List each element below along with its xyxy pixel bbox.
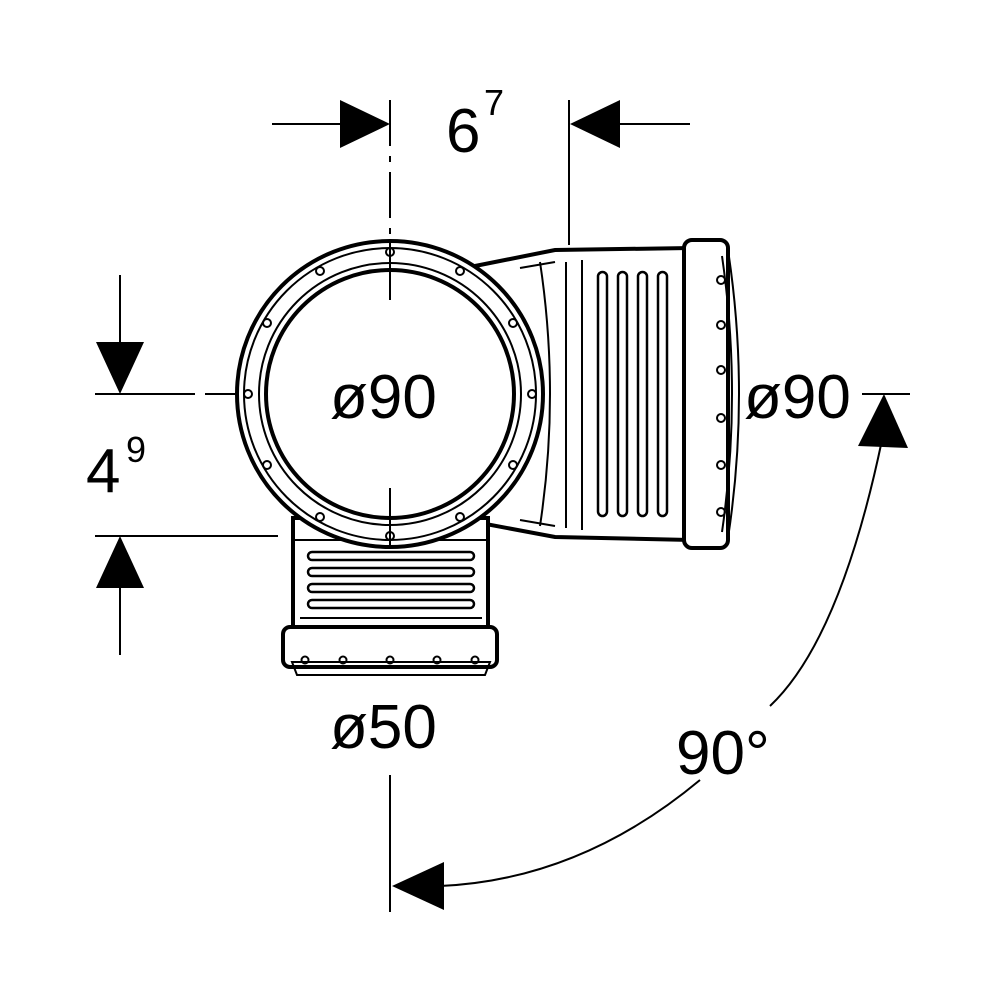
arrowhead-down — [96, 342, 144, 394]
offset-horizontal-superscript: 7 — [484, 82, 504, 123]
side-outlet-collar-studs — [716, 275, 726, 517]
inlet-socket-studs — [243, 247, 537, 541]
label-side-outlet-diameter: ø90 — [744, 363, 851, 432]
dimension-horizontal-offset: 6 7 — [272, 82, 690, 166]
label-bottom-outlet-diameter: ø50 — [330, 693, 437, 762]
bottom-outlet-ribs — [300, 550, 482, 619]
side-outlet-ribs — [596, 270, 669, 518]
dimension-angle: 90° — [392, 394, 908, 910]
offset-vertical-superscript: 9 — [126, 429, 146, 470]
bottom-outlet-collar-studs — [300, 655, 480, 665]
label-inlet-diameter: ø90 — [330, 363, 437, 432]
label-angle: 90° — [676, 719, 770, 788]
arrowhead-angle-top — [858, 394, 908, 448]
side-outlet-pipe — [473, 238, 740, 550]
arrowhead-right — [340, 100, 390, 148]
arrowhead-angle-bottom — [392, 862, 444, 910]
inlet-label-mask — [326, 360, 456, 428]
side-label-mask — [744, 364, 862, 424]
offset-vertical-base: 4 — [86, 437, 120, 506]
arrowhead-up — [96, 536, 144, 588]
offset-horizontal-base: 6 — [446, 97, 480, 166]
top-inlet-socket — [235, 239, 545, 549]
dimension-vertical-offset: 4 9 — [86, 275, 146, 655]
arrowhead-left — [570, 100, 620, 148]
bottom-outlet-pipe — [281, 516, 499, 676]
